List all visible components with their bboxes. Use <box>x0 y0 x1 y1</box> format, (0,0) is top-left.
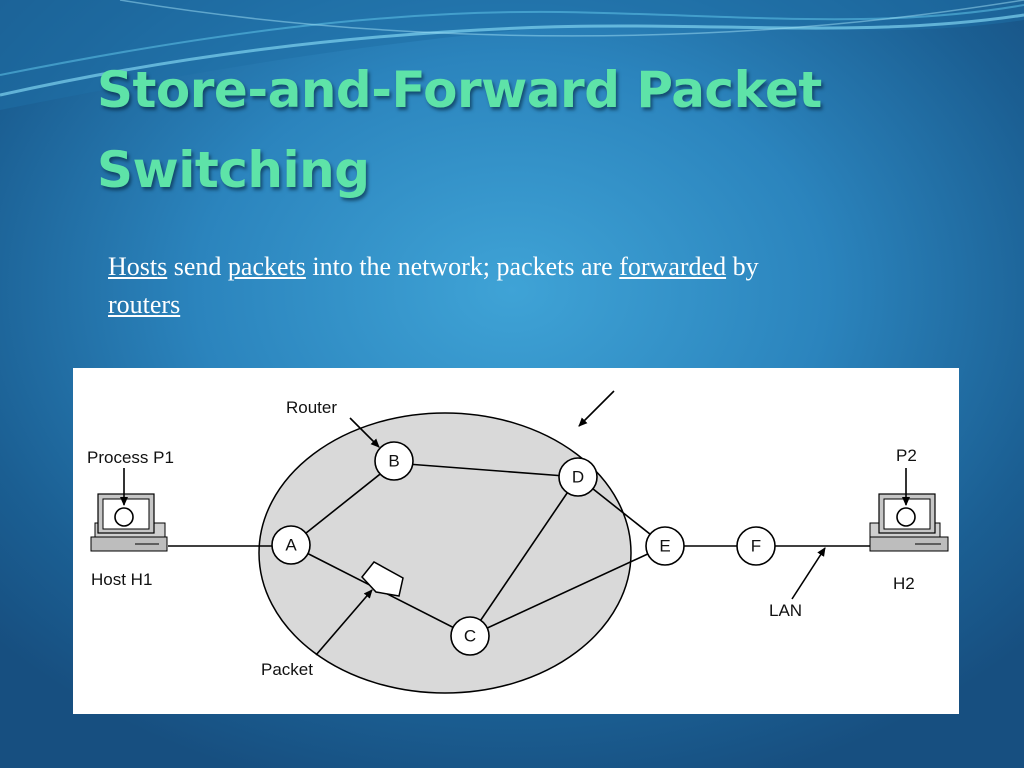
label-lan: LAN <box>769 601 802 620</box>
host-h1-computer-icon <box>90 493 168 552</box>
link-a-b <box>290 462 395 546</box>
body-text: Hosts send packets into the network; pac… <box>108 248 968 324</box>
network-diagram-svg: A B D C E F <box>87 390 949 694</box>
term-packets: packets <box>227 252 306 281</box>
packet-icon <box>361 561 404 597</box>
label-packet: Packet <box>261 660 313 679</box>
lan-arrow-icon <box>791 547 826 600</box>
router-e-label: E <box>659 537 670 556</box>
host-h2-computer-icon <box>869 493 949 552</box>
body-text-part-2: into the network; packets are <box>305 252 620 281</box>
router-f: F <box>736 526 776 566</box>
term-forwarded: forwarded <box>619 252 727 281</box>
router-b-label: B <box>388 452 399 471</box>
link-b-d <box>393 462 579 478</box>
network-diagram: A B D C E F <box>73 368 959 714</box>
label-router: Router <box>286 398 337 417</box>
link-c-e <box>469 545 666 637</box>
router-c: C <box>450 616 490 656</box>
router-e: E <box>645 526 685 566</box>
router-a-label: A <box>285 536 297 555</box>
title-line-2: Switching <box>97 141 370 199</box>
router-f-label: F <box>751 537 761 556</box>
label-process-p1: Process P1 <box>87 448 174 467</box>
term-routers: routers <box>108 290 181 319</box>
router-d: D <box>558 457 598 497</box>
label-host-h1: Host H1 <box>91 570 152 589</box>
network-cloud <box>258 412 632 694</box>
router-pointer-arrow-icon <box>349 417 380 448</box>
body-text-part-3: by <box>726 252 759 281</box>
label-p2: P2 <box>896 446 917 465</box>
title-line-1: Store-and-Forward Packet <box>97 61 822 119</box>
router-c-label: C <box>464 627 476 646</box>
router-d-label: D <box>572 468 584 487</box>
router-a: A <box>271 525 311 565</box>
term-hosts: Hosts <box>108 252 168 281</box>
network-pointer-arrow-icon <box>578 390 615 427</box>
router-b: B <box>374 441 414 481</box>
network-links <box>168 462 873 637</box>
packet-arrow-icon <box>315 589 373 656</box>
header-waves-decoration <box>0 0 1024 110</box>
slide-title: Store-and-Forward Packet Switching <box>97 50 957 210</box>
label-h2: H2 <box>893 574 915 593</box>
body-text-part-1: send <box>167 252 228 281</box>
link-d-c <box>469 476 579 637</box>
